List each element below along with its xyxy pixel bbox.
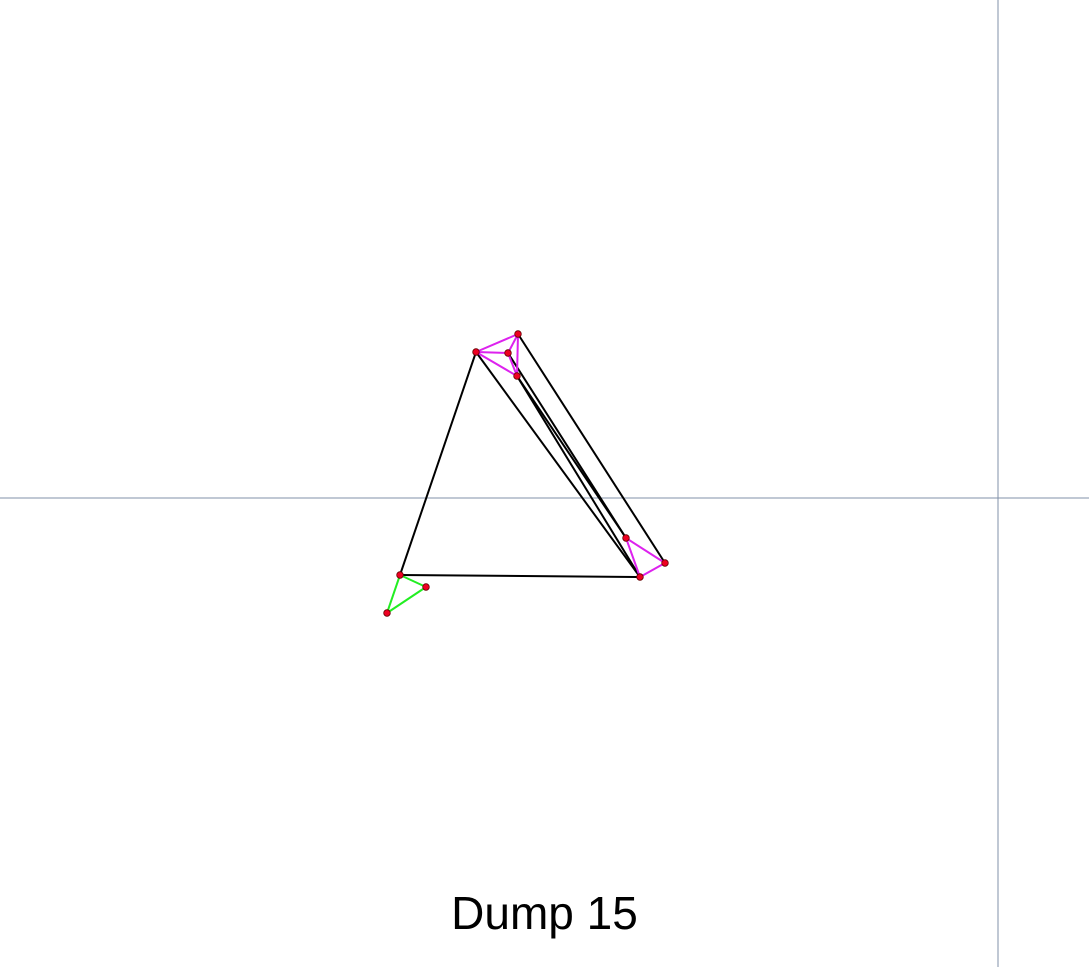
edge [386, 574, 401, 614]
edge [475, 351, 641, 578]
vertex [636, 573, 644, 581]
vertex [504, 349, 512, 357]
edge [475, 333, 519, 353]
edge [386, 586, 427, 614]
edge [625, 537, 666, 564]
edge [507, 352, 518, 377]
edge [625, 537, 641, 578]
vertex [514, 330, 522, 338]
vertex [422, 583, 430, 591]
edge [639, 562, 666, 578]
dump-caption: Dump 15 [451, 887, 638, 939]
vertex [472, 348, 480, 356]
magenta-edges-top [475, 333, 519, 377]
edge [399, 574, 641, 578]
edge [475, 351, 509, 354]
vertex [661, 559, 669, 567]
vertex [396, 571, 404, 579]
edge [399, 574, 427, 588]
black-edges [399, 333, 666, 578]
vertex [513, 372, 521, 380]
magenta-edges-right [625, 537, 666, 578]
vertices [383, 330, 669, 617]
edge [475, 351, 518, 377]
edge [516, 375, 641, 578]
green-edges [386, 574, 427, 614]
vertex [622, 534, 630, 542]
edge [516, 333, 519, 377]
vertex [383, 609, 391, 617]
edge [516, 375, 627, 539]
edge [399, 351, 477, 576]
edge [517, 333, 666, 564]
